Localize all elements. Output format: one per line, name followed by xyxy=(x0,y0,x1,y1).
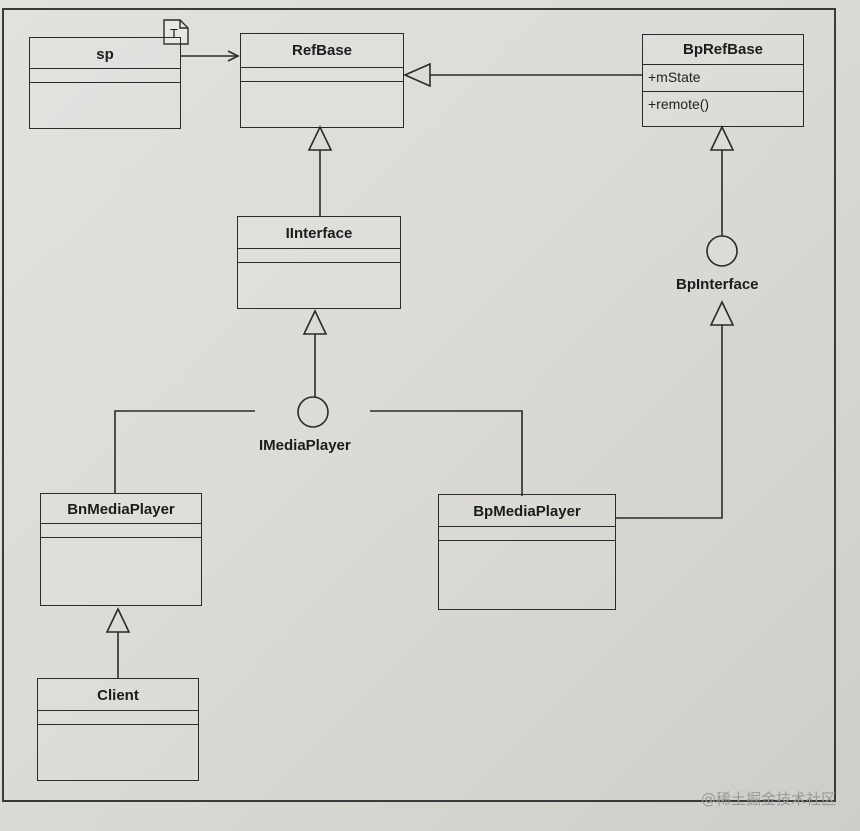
class-name: Client xyxy=(38,679,198,711)
imediaplayer-to-bnmediaplayer-line xyxy=(114,410,255,494)
bpinterface-to-bprefbase-triangle xyxy=(709,125,735,151)
template-parameter-icon: T xyxy=(163,19,189,45)
interface-label-imediaplayer: IMediaPlayer xyxy=(259,437,351,454)
class-bnmediaplayer[interactable]: BnMediaPlayer xyxy=(40,493,202,606)
imediaplayer-lollipop xyxy=(297,396,329,428)
interface-label-bpinterface: BpInterface xyxy=(676,276,759,293)
class-name: BpMediaPlayer xyxy=(439,495,615,527)
class-sp[interactable]: sp xyxy=(29,37,181,129)
class-name: BpRefBase xyxy=(643,35,803,65)
class-bpmediaplayer[interactable]: BpMediaPlayer xyxy=(438,494,616,610)
class-client[interactable]: Client xyxy=(37,678,199,781)
attributes-compartment xyxy=(30,69,180,83)
diagram-frame xyxy=(2,8,836,802)
bpinterface-lollipop xyxy=(706,235,738,267)
imediaplayer-to-iinterface-triangle xyxy=(302,309,328,335)
class-iinterface[interactable]: IInterface xyxy=(237,216,401,309)
attributes-compartment xyxy=(439,527,615,541)
imediaplayer-to-bpmediaplayer-line xyxy=(370,410,523,496)
attributes-compartment xyxy=(38,711,198,725)
attributes-compartment xyxy=(41,524,201,538)
watermark: @稀土掘金技术社区 xyxy=(700,790,836,808)
attribute-mstate: +mState xyxy=(643,65,803,92)
bprefbase-to-refbase-triangle xyxy=(403,62,431,88)
class-bprefbase[interactable]: BpRefBase +mState +remote() xyxy=(642,34,804,127)
bpmediaplayer-to-bpinterface-line xyxy=(615,325,723,519)
template-parameter-label: T xyxy=(170,26,178,41)
class-name: RefBase xyxy=(241,34,403,68)
class-name: BnMediaPlayer xyxy=(41,494,201,524)
attributes-compartment xyxy=(238,249,400,263)
class-name: sp xyxy=(30,38,180,69)
iinterface-to-refbase-triangle xyxy=(307,125,333,151)
client-to-bnmediaplayer-triangle xyxy=(105,607,131,633)
class-name: IInterface xyxy=(238,217,400,249)
bpmediaplayer-to-bpinterface-triangle xyxy=(709,300,735,326)
sp-to-refbase-arrowhead xyxy=(227,50,240,62)
method-remote: +remote() xyxy=(648,96,710,112)
class-refbase[interactable]: RefBase xyxy=(240,33,404,128)
attributes-compartment xyxy=(241,68,403,82)
